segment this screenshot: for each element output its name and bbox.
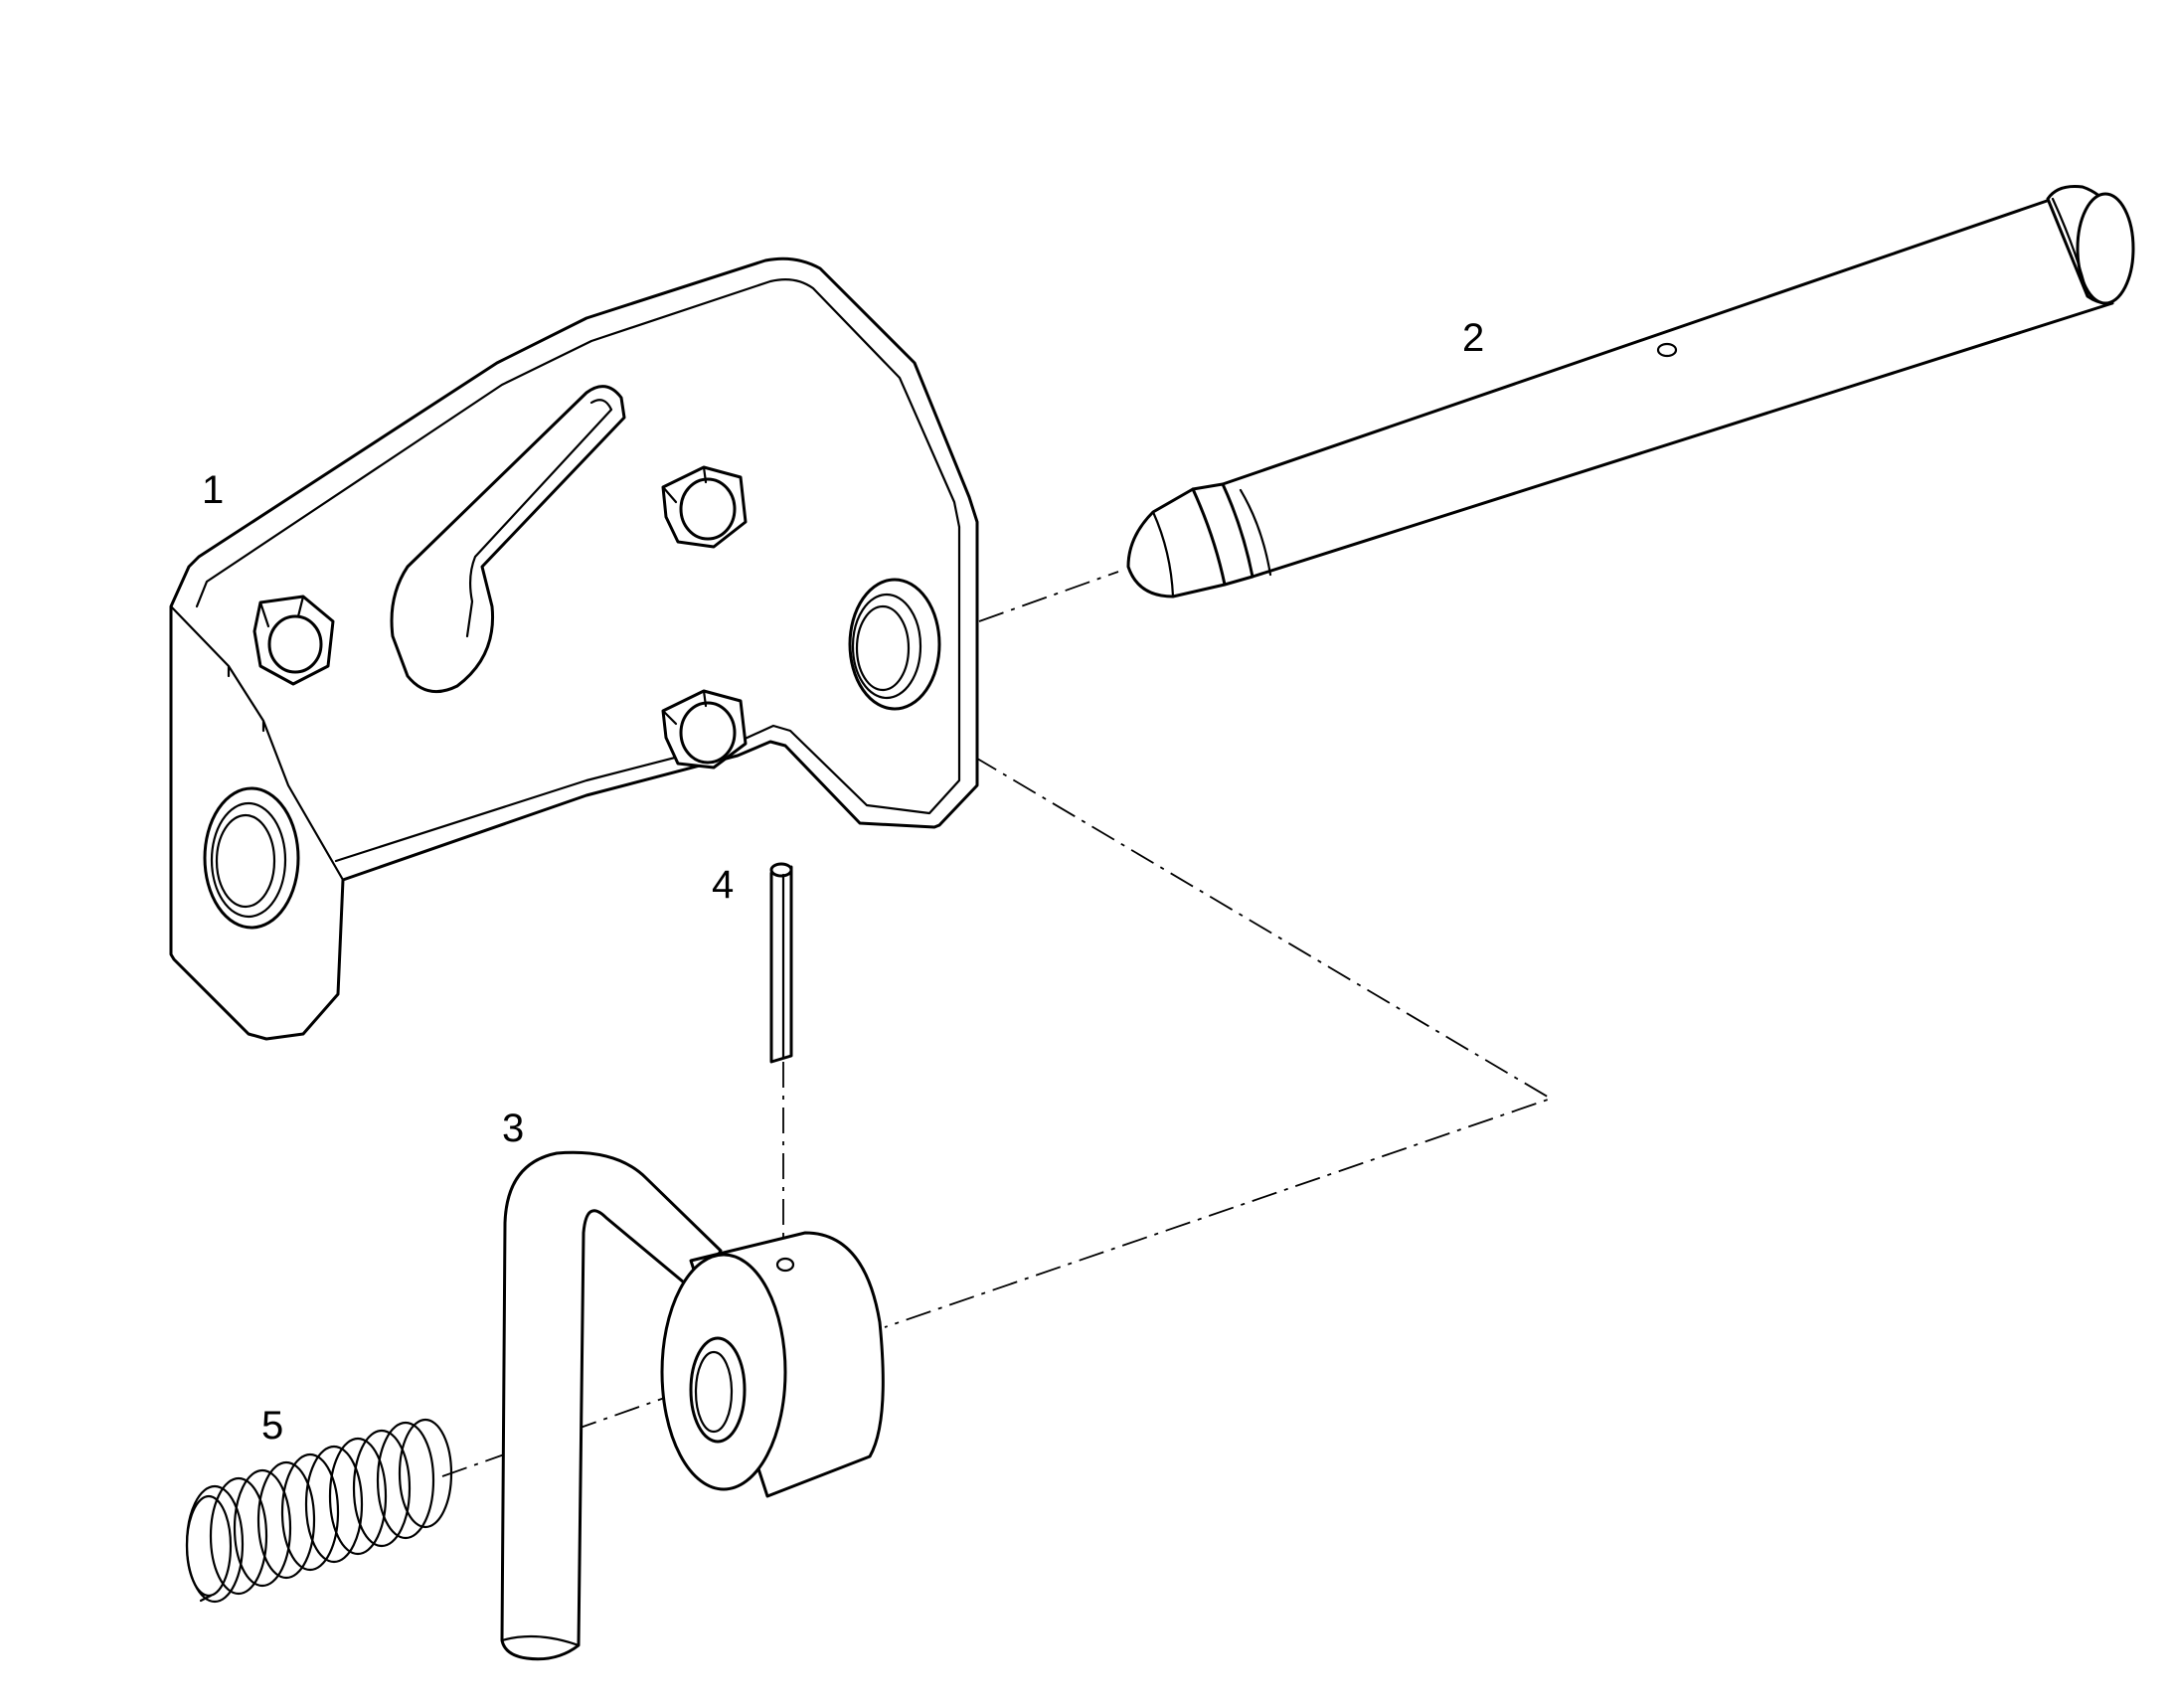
roll-pin-body [769,865,793,1064]
latch-handle-rod [500,1150,723,1661]
hex-nut-lower [661,689,748,769]
pin-shaft-shoulder [1239,488,1272,577]
pin-tip-chamfer [1151,510,1175,598]
bracket-plate [169,256,979,1041]
spring-end-tail [199,1594,213,1603]
spring-part: 5 [185,1404,453,1604]
latch-collar-bore-inner [694,1350,734,1434]
roll-pin-part: 4 [712,862,793,1064]
callout-3: 3 [502,1107,524,1150]
bracket-part: 1 [169,256,979,1041]
bushing-left [203,786,300,930]
hex-nut-upper-left [252,595,335,686]
pin-shaft [1221,197,2114,579]
latch-handle-part: 3 [500,1107,885,1661]
pin-tip [1126,487,1227,598]
callout-2: 2 [1462,316,1484,360]
bracket-slot-inner [465,399,613,638]
roll-pin-end [769,862,793,878]
pin-axis-line [978,571,1119,622]
bracket-flange [169,604,345,882]
bracket-curved-slot [390,385,626,694]
latch-handle-rod-edge [500,1634,581,1647]
latch-collar-bore [689,1336,747,1444]
bushing-right [848,578,941,711]
bracket-plate-edge [195,278,961,863]
callout-4: 4 [712,863,734,907]
pin-cross-hole [1656,342,1678,358]
latch-collar-set-hole [775,1257,795,1273]
callout-1: 1 [202,468,224,512]
pin-head [2046,185,2135,305]
hex-nut-upper-right [661,465,748,549]
spring-coils [185,1418,453,1604]
callout-5: 5 [261,1404,283,1448]
pin-part: 2 [1126,185,2135,598]
